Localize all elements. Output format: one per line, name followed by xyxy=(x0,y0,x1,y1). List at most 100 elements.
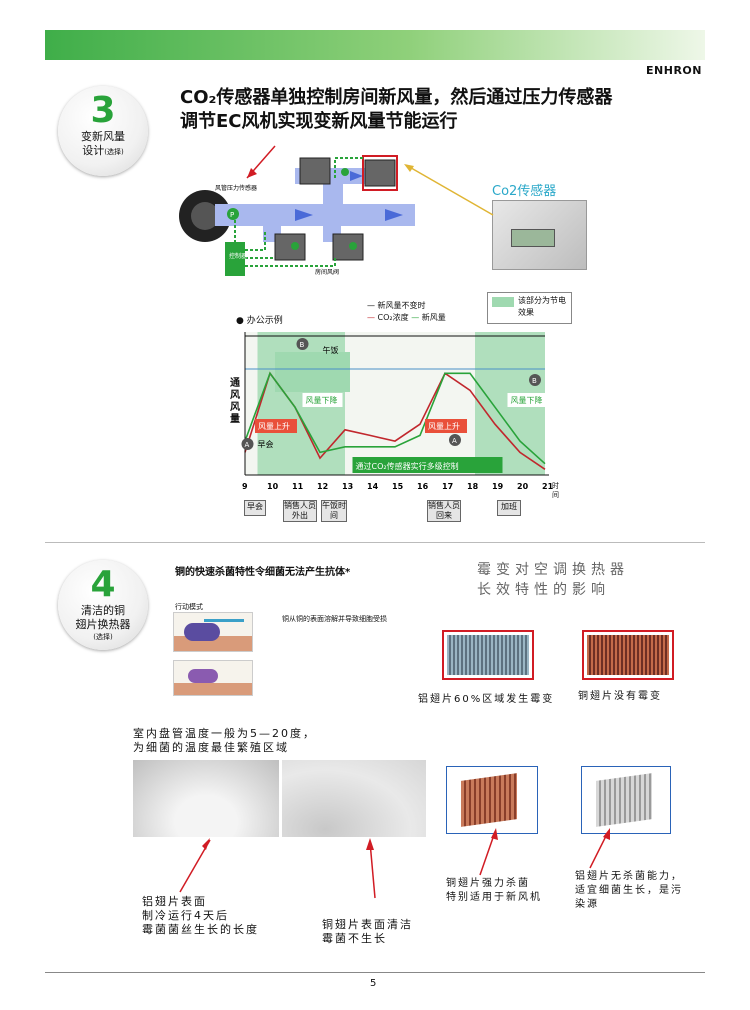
header-bar xyxy=(45,30,705,60)
bacteria-illustration xyxy=(173,660,253,696)
aluminum-exchanger-photo xyxy=(581,766,671,834)
chart-ylabel: 通风风量 xyxy=(230,378,240,425)
room-damper-icon xyxy=(299,157,331,185)
section-title-note: (选择) xyxy=(93,633,113,641)
aluminum-surface-photo xyxy=(133,760,279,837)
saving-area xyxy=(275,352,350,392)
label-fall: 风量下降 xyxy=(306,395,338,405)
x-tick-label: 9 xyxy=(242,482,248,491)
bacteria-illustration xyxy=(173,612,253,652)
al-exchanger-line3: 染源 xyxy=(575,899,599,910)
brand-logo: ENHRON xyxy=(646,64,702,77)
label-rise: 风量上升 xyxy=(258,422,290,431)
meeting-label: 早会 xyxy=(258,439,274,449)
p-label: P xyxy=(230,211,234,219)
x-tick-label: 10 xyxy=(267,482,279,491)
mold-title: 霉变对空调换热器 长效特性的影响 xyxy=(477,560,629,600)
mold-title-line2: 长效特性的影响 xyxy=(477,582,610,598)
copper-heading: 铜的快速杀菌特性令细菌无法产生抗体* xyxy=(175,567,351,578)
copper-exchanger-photo xyxy=(446,766,538,834)
section-4-badge: 4 清洁的铜 翅片换热器 (选择) xyxy=(58,560,148,650)
section-title-note: (选择) xyxy=(104,148,124,156)
copper-surface-photo xyxy=(282,760,426,837)
event-label: 销售人员回来 xyxy=(427,500,461,522)
marker-circle xyxy=(241,438,254,450)
aluminum-surface-caption: 铝翅片表面 制冷运行4天后 霉菌菌丝生长的长度 xyxy=(142,895,259,937)
x-tick-label: 16 xyxy=(417,482,429,491)
x-tick-label: 12 xyxy=(317,482,328,491)
x-tick-label: 18 xyxy=(467,482,479,491)
legend-constant: 新风量不变时 xyxy=(377,301,426,310)
legend-saving-box: 该部分为节电效果 xyxy=(487,292,572,324)
al-exchanger-line2: 适宜细菌生长，是污 xyxy=(575,885,683,896)
page-number: 5 xyxy=(370,978,377,989)
label-fall-box xyxy=(302,393,343,407)
legend-co2: CO₂浓度 xyxy=(377,313,409,322)
duct-diagram: 风管压力传感器 P 控制器 房间风阀 xyxy=(179,145,415,276)
section-3-heading: CO₂传感器单独控制房间新风量，然后通过压力传感器 调节EC风机实现变新风量节能… xyxy=(180,86,660,134)
label-rise-box xyxy=(425,419,467,433)
x-tick-label: 15 xyxy=(392,482,404,491)
exchanger-arrows xyxy=(479,828,610,876)
chart-title-text: 办公示例 xyxy=(246,316,283,326)
controller-label: 控制器 xyxy=(229,252,247,260)
room-damper-icon xyxy=(332,233,364,261)
al-surface-line3: 霉菌菌丝生长的长度 xyxy=(142,923,259,936)
heading-line1: CO₂传感器单独控制房间新风量，然后通过压力传感器 xyxy=(180,87,613,108)
chart-xlabel: 时间 xyxy=(552,482,559,499)
cu-exchanger-line1: 铜翅片强力杀菌 xyxy=(446,878,530,889)
label-fall-box xyxy=(507,393,548,407)
section-3-badge: 3 变新风量 设计(选择) xyxy=(58,86,148,176)
room-damper-label: 房间风阀 xyxy=(315,268,339,276)
al-surface-line2: 制冷运行4天后 xyxy=(142,909,229,922)
event-label: 早会 xyxy=(244,500,266,516)
controller-box xyxy=(225,242,245,276)
marker-label: B xyxy=(532,377,537,385)
label-fall: 风量下降 xyxy=(511,395,543,405)
pressure-sensor-label: 风管压力传感器 xyxy=(215,184,257,192)
copper-no-mold-caption: 铜翅片没有霉变 xyxy=(578,691,662,702)
action-mode-desc: 铜从铜的表面溶解并导致细胞受损 xyxy=(282,615,387,623)
section-title-line1: 变新风量 xyxy=(81,130,125,143)
cu-exchanger-line2: 特别适用于新风机 xyxy=(446,892,542,903)
x-tick-label: 11 xyxy=(292,482,304,491)
event-label: 午饭时间 xyxy=(321,500,347,522)
aluminum-mold-caption: 铝翅片60%区域发生霉变 xyxy=(418,694,555,705)
section-number: 4 xyxy=(90,564,116,605)
section-number: 3 xyxy=(90,90,116,131)
temp-note-line1: 室内盘管温度一般为5—20度， xyxy=(133,727,316,740)
x-tick-label: 17 xyxy=(442,482,453,491)
marker-circle xyxy=(449,434,461,446)
aluminum-mold-photo xyxy=(442,630,534,680)
caption-arrows xyxy=(179,838,376,899)
series-line-2 xyxy=(244,371,546,465)
label-control-box xyxy=(352,457,503,473)
x-tick-label: 20 xyxy=(517,482,529,491)
copper-surface-caption: 铜翅片表面清洁 霉菌不生长 xyxy=(322,918,413,946)
co2-sensor-photo xyxy=(492,200,587,270)
copper-exchanger-caption: 铜翅片强力杀菌 特别适用于新风机 xyxy=(446,877,542,905)
section-title-line2: 翅片换热器 xyxy=(75,618,131,631)
cu-surface-line2: 霉菌不生长 xyxy=(322,932,387,945)
room-damper-icon xyxy=(274,233,306,261)
marker-circle xyxy=(529,374,541,386)
section-title-line2: 设计 xyxy=(82,144,105,157)
chart-legend: — 新风量不变时 — CO₂浓度 — 新风量 xyxy=(367,301,446,322)
main-duct xyxy=(215,204,415,226)
event-label: 销售人员外出 xyxy=(283,500,317,522)
lunch-label: 午饭 xyxy=(323,345,339,355)
temp-note-line2: 为细菌的温度最佳繁殖区域 xyxy=(133,741,289,754)
cu-surface-line1: 铜翅片表面清洁 xyxy=(322,918,413,931)
mold-title-line1: 霉变对空调换热器 xyxy=(477,562,629,578)
footer-divider xyxy=(45,972,705,973)
action-mode-label: 行动模式 xyxy=(175,603,203,611)
heading-line2: 调节EC风机实现变新风量节能运行 xyxy=(180,111,458,132)
room-damper-icon xyxy=(364,159,396,187)
aluminum-exchanger-caption: 铝翅片无杀菌能力， 适宜细菌生长，是污 染源 xyxy=(575,870,703,912)
marker-circle xyxy=(296,338,309,350)
marker-label: A xyxy=(245,441,250,449)
copper-fin-photo xyxy=(582,630,674,680)
section-divider xyxy=(45,542,705,543)
co2-sensor-label: Co2传感器 xyxy=(492,184,557,199)
